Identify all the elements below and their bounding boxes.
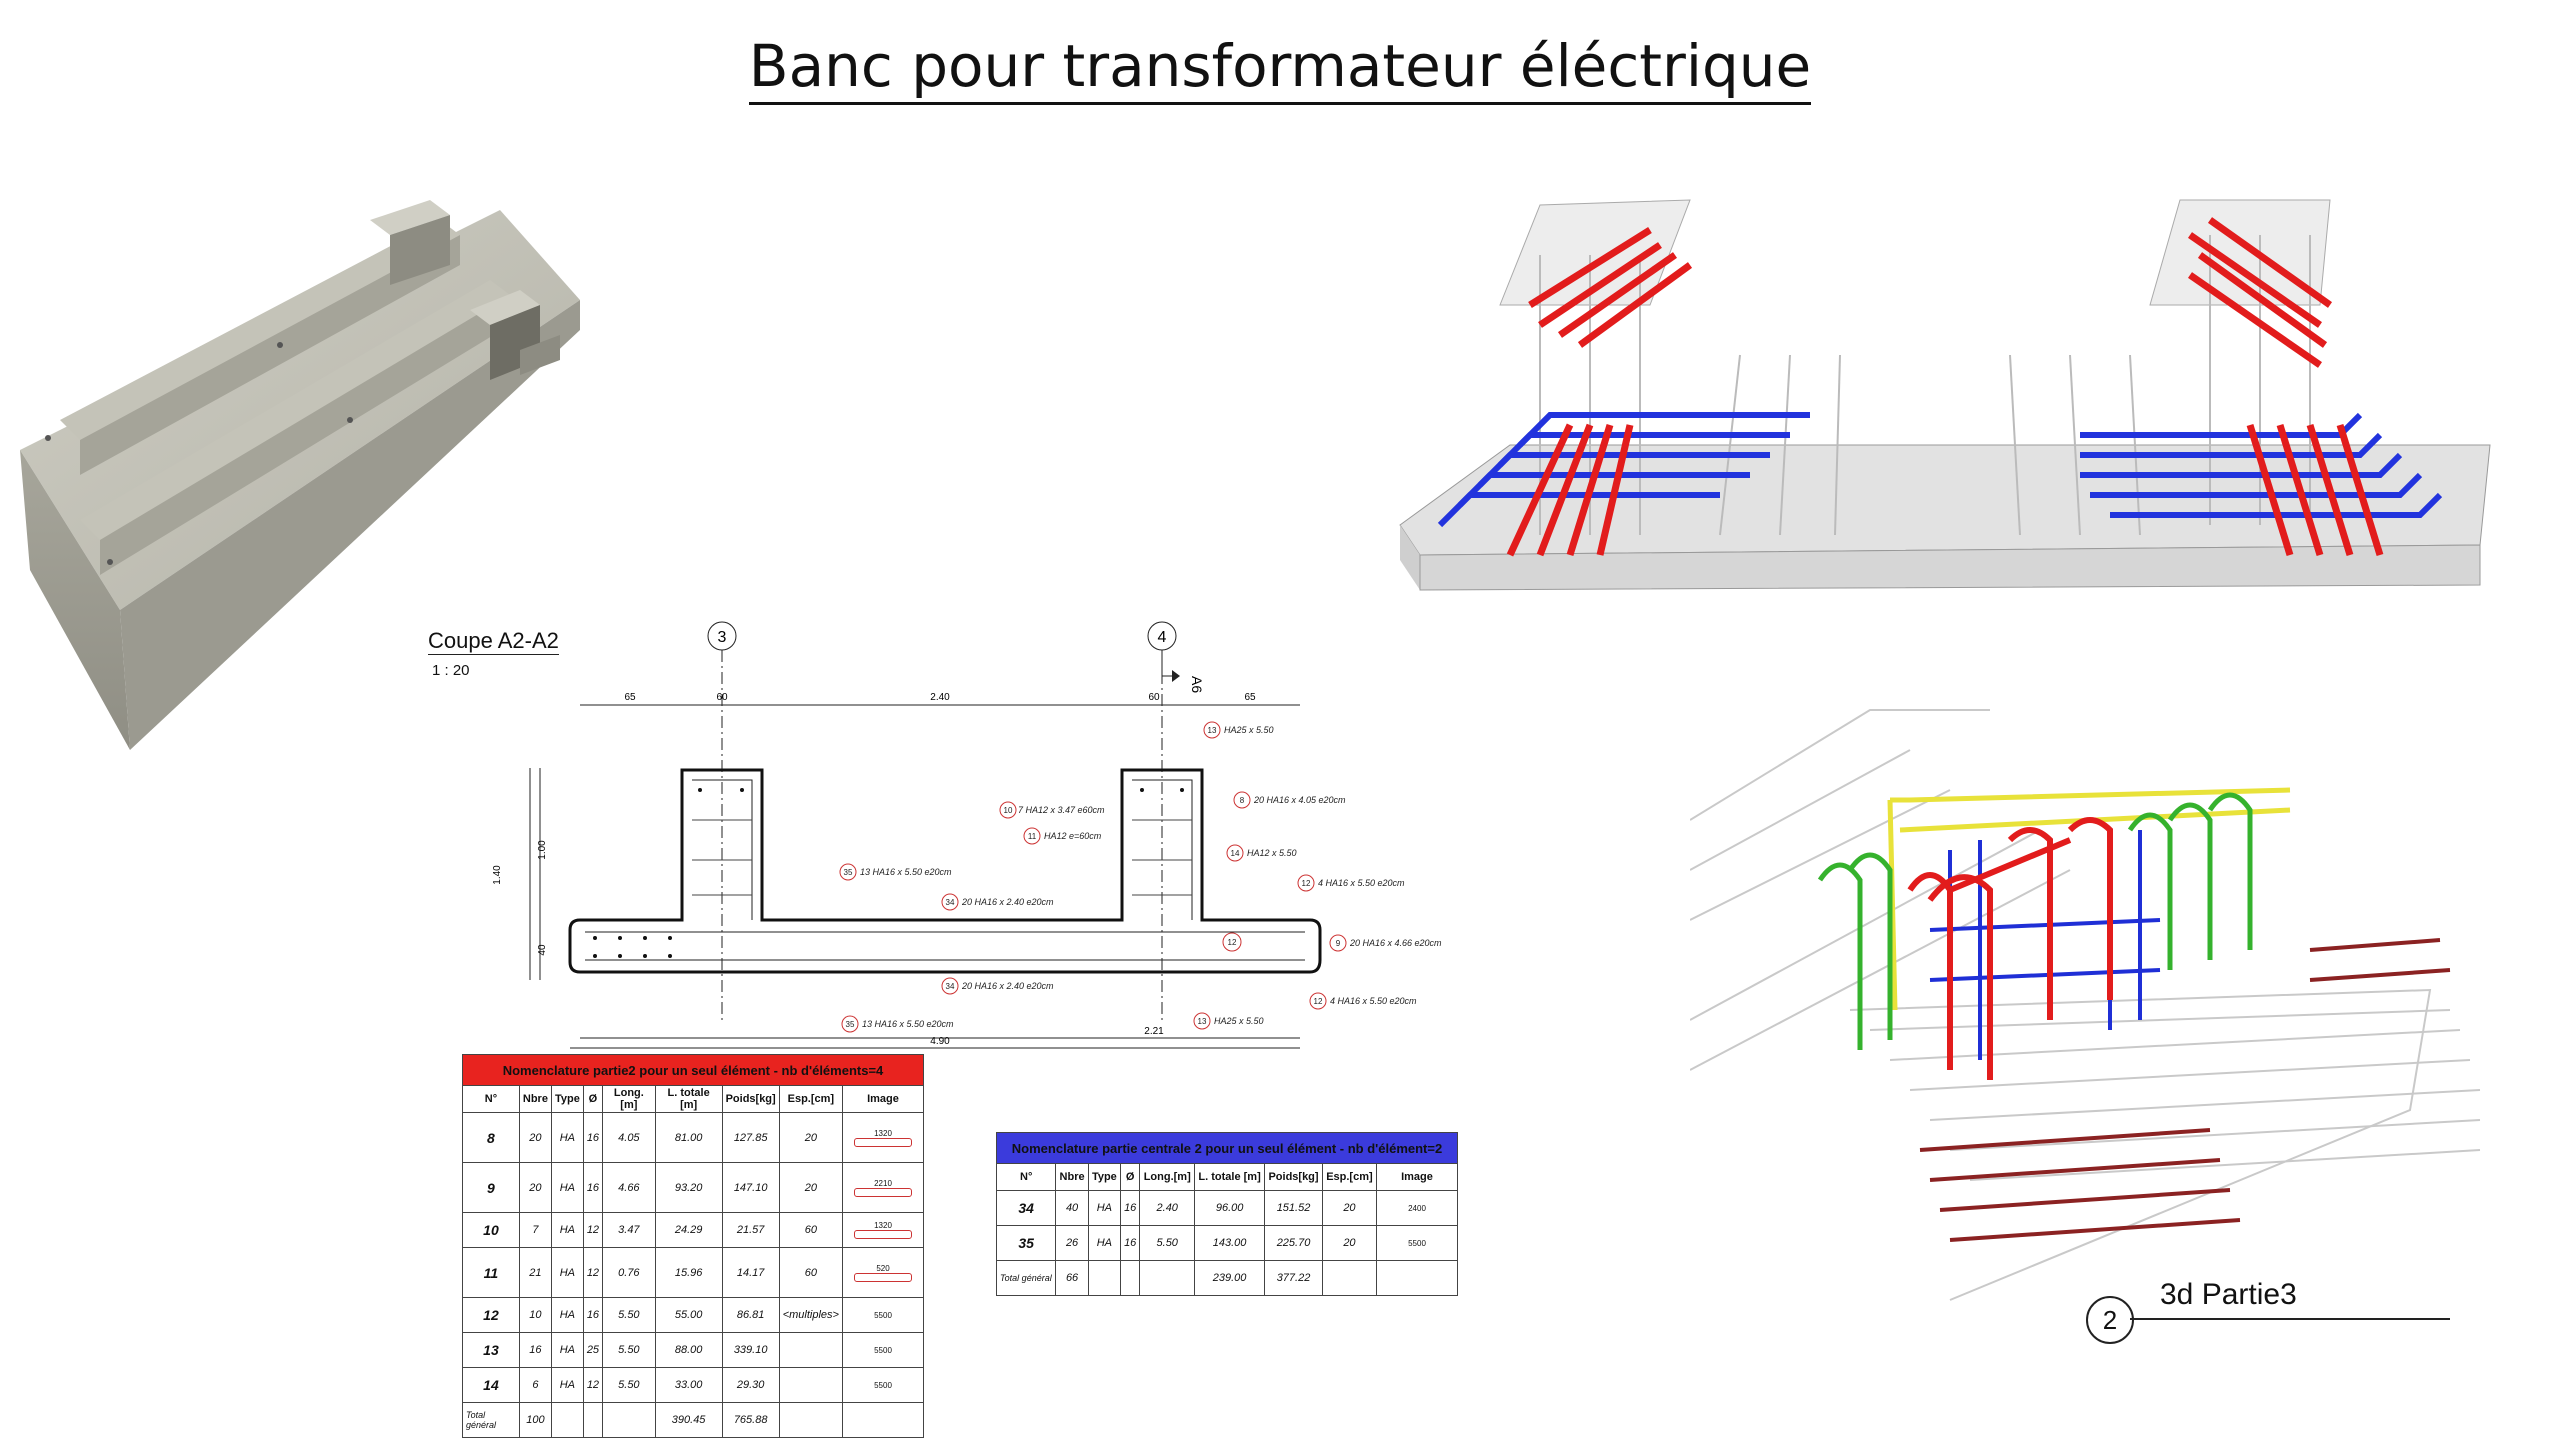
svg-text:4 HA16 x 5.50 e20cm: 4 HA16 x 5.50 e20cm [1318, 878, 1405, 888]
svg-text:2.21: 2.21 [1144, 1026, 1164, 1037]
section-title: Coupe A2-A2 [428, 628, 559, 655]
rebar-3d-view-partie3: 2 3d Partie3 [1689, 690, 2510, 1344]
svg-text:34: 34 [946, 898, 955, 907]
view-number-marker: 2 [2086, 1296, 2134, 1344]
svg-text:12: 12 [1302, 879, 1311, 888]
svg-text:65: 65 [1244, 692, 1256, 703]
svg-text:14: 14 [1231, 849, 1240, 858]
svg-text:13 HA16 x 5.50 e20cm: 13 HA16 x 5.50 e20cm [860, 867, 952, 877]
view-label-underline [2130, 1318, 2450, 1320]
svg-text:13: 13 [1208, 726, 1217, 735]
svg-text:13 HA16 x 5.50 e20cm: 13 HA16 x 5.50 e20cm [862, 1019, 954, 1029]
svg-text:HA25 x 5.50: HA25 x 5.50 [1214, 1016, 1264, 1026]
section-drawing: Coupe A2-A2 1 : 20 3 4 A6 65 60 2.40 60 … [420, 620, 1500, 1060]
svg-text:HA25 x 5.50: HA25 x 5.50 [1224, 725, 1274, 735]
svg-text:8: 8 [1240, 796, 1245, 805]
svg-text:2.40: 2.40 [930, 692, 950, 703]
page-title: Banc pour transformateur éléctrique [0, 32, 2560, 105]
svg-text:60: 60 [1148, 692, 1160, 703]
nomenclature-table-partie2: Nomenclature partie2 pour un seul élémen… [462, 1054, 924, 1438]
svg-text:12: 12 [1228, 938, 1237, 947]
rebar-3d-view-top [1390, 195, 2510, 605]
svg-text:12: 12 [1314, 997, 1323, 1006]
section-scale: 1 : 20 [432, 662, 470, 679]
svg-text:4.90: 4.90 [930, 1036, 950, 1047]
svg-text:10: 10 [1004, 806, 1013, 815]
svg-text:HA12 e=60cm: HA12 e=60cm [1044, 831, 1102, 841]
svg-text:65: 65 [624, 692, 636, 703]
axis-4-label: 4 [1158, 629, 1167, 646]
concrete-bench-render [20, 190, 920, 750]
svg-text:4 HA16 x 5.50 e20cm: 4 HA16 x 5.50 e20cm [1330, 996, 1417, 1006]
svg-text:11: 11 [1028, 832, 1037, 841]
nomenclature-table-centrale: Nomenclature partie centrale 2 pour un s… [995, 1132, 1458, 1296]
svg-text:20 HA16 x 2.40 e20cm: 20 HA16 x 2.40 e20cm [961, 981, 1054, 991]
svg-text:1.40: 1.40 [492, 865, 503, 885]
axis-3-label: 3 [718, 629, 727, 646]
svg-text:60: 60 [716, 692, 728, 703]
svg-text:34: 34 [946, 982, 955, 991]
svg-text:20 HA16 x 4.66 e20cm: 20 HA16 x 4.66 e20cm [1349, 938, 1442, 948]
svg-text:HA12 x 5.50: HA12 x 5.50 [1247, 848, 1297, 858]
view-label: 3d Partie3 [2160, 1278, 2297, 1311]
table1-caption: Nomenclature partie2 pour un seul élémen… [462, 1054, 924, 1086]
svg-text:1.00: 1.00 [537, 840, 548, 860]
svg-text:13: 13 [1198, 1017, 1207, 1026]
section-mark: A6 [1189, 676, 1205, 693]
svg-text:7 HA12 x 3.47 e60cm: 7 HA12 x 3.47 e60cm [1018, 805, 1105, 815]
svg-text:20 HA16 x 2.40 e20cm: 20 HA16 x 2.40 e20cm [961, 897, 1054, 907]
svg-text:35: 35 [846, 1020, 855, 1029]
svg-text:40: 40 [537, 944, 548, 956]
svg-text:20 HA16 x 4.05 e20cm: 20 HA16 x 4.05 e20cm [1253, 795, 1346, 805]
svg-text:35: 35 [844, 868, 853, 877]
table2-caption: Nomenclature partie centrale 2 pour un s… [996, 1132, 1458, 1164]
svg-text:9: 9 [1336, 939, 1341, 948]
